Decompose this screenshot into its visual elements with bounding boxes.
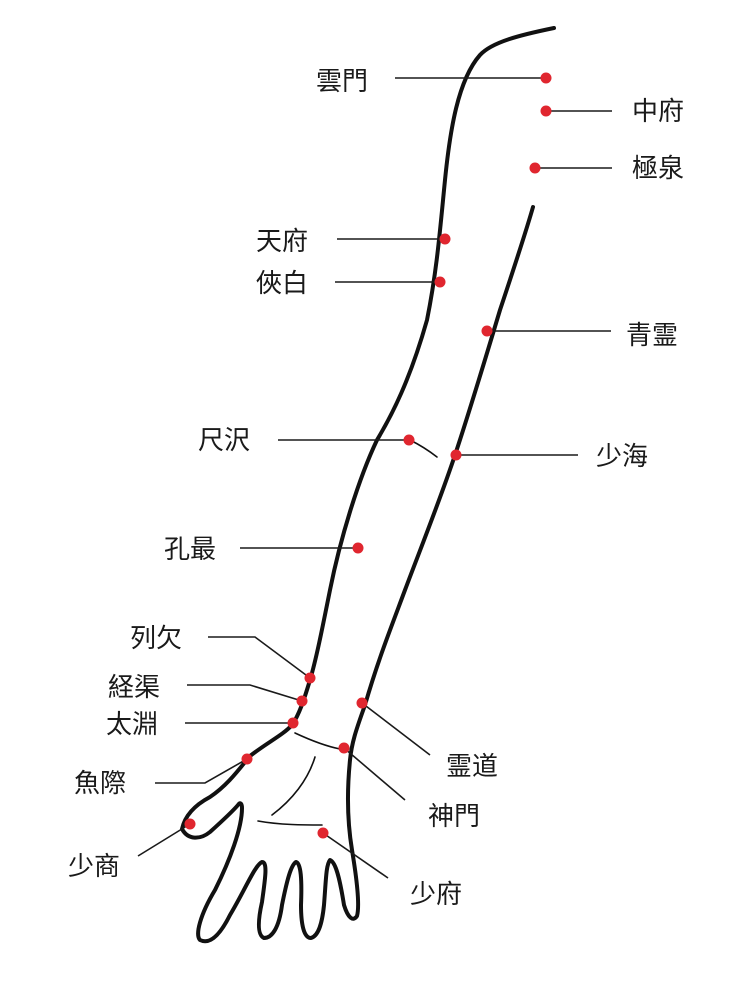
distal-palm-crease (257, 820, 323, 826)
label-gyosai: 魚際 (74, 769, 126, 799)
leader-line-shoushou (137, 823, 191, 857)
acupoint-kyohaku (434, 276, 446, 288)
acupoint-gyosai (241, 753, 253, 765)
label-shoufu: 少府 (410, 880, 462, 910)
label-shoushou: 少商 (68, 852, 120, 882)
leader-lines (137, 77, 612, 879)
acupoint-shinmon (338, 742, 350, 754)
label-unmon: 雲門 (316, 67, 368, 97)
label-reidou: 霊道 (446, 752, 498, 782)
label-seirei: 青霊 (626, 321, 678, 351)
leader-line-reidou (361, 702, 431, 756)
acupoint-reidou (356, 697, 368, 709)
leader-line-gyosai (155, 758, 248, 784)
label-kyokusen: 極泉 (632, 154, 684, 184)
label-kyohaku: 俠白 (256, 269, 308, 299)
acupoint-labels: 雲門 中府 極泉 天府 俠白 青霊 尺沢 少海 孔最 列欠 経渠 太淵 霊道 神… (68, 67, 684, 910)
acupoint-tenpu (439, 233, 451, 245)
leader-line-keikyo (187, 684, 303, 702)
acupoint-unmon (540, 72, 552, 84)
acupoint-shoushou (184, 818, 196, 830)
arm-outline (180, 26, 556, 944)
acupoint-shoufu (317, 827, 329, 839)
label-shinmon: 神門 (428, 802, 480, 832)
acupoint-keikyo (296, 695, 308, 707)
elbow-crease (409, 439, 438, 458)
label-chufu: 中府 (632, 97, 684, 127)
acupoint-kyokusen (529, 162, 541, 174)
acupoint-shoukai (450, 449, 462, 461)
acupoint-markers (184, 72, 552, 839)
label-taien: 太淵 (106, 710, 158, 740)
label-shoukai: 少海 (596, 442, 648, 472)
thenar-crease (271, 756, 316, 816)
label-kousai: 孔最 (164, 535, 216, 565)
acupoint-rekketsu (304, 672, 316, 684)
label-keikyo: 経渠 (108, 673, 160, 703)
arm-outer-edge (180, 26, 556, 944)
acupoint-chufu (540, 105, 552, 117)
acupoint-shakutaku (403, 434, 415, 446)
label-shakutaku: 尺沢 (198, 426, 250, 456)
leader-line-shoufu (322, 832, 389, 879)
acupoint-seirei (481, 325, 493, 337)
wrist-crease (294, 732, 341, 750)
leader-line-rekketsu (208, 636, 311, 679)
leader-line-shinmon (343, 747, 406, 801)
acupoint-taien (287, 717, 299, 729)
acupoint-kousai (352, 542, 364, 554)
label-tenpu: 天府 (256, 227, 308, 257)
label-rekketsu: 列欠 (130, 624, 182, 654)
